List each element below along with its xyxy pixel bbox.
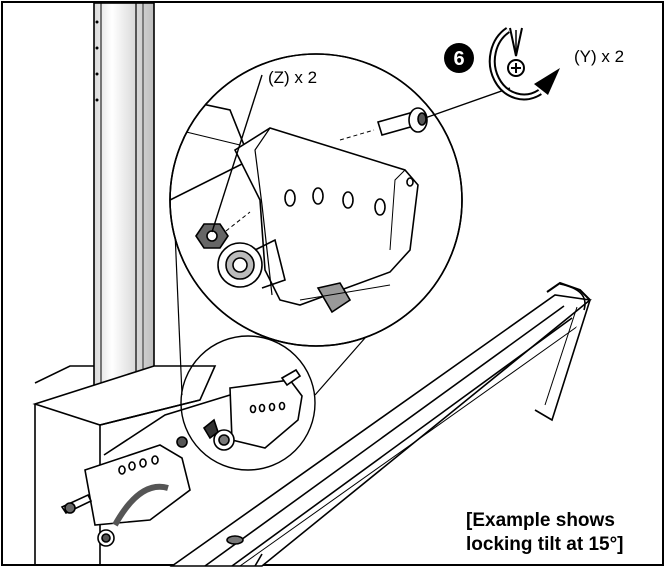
example-note-line1: [Example shows [466, 510, 615, 531]
screw-leader-line [424, 87, 511, 119]
screwdriver-rotate-icon [488, 27, 560, 101]
zoom-detail [169, 53, 463, 347]
step-number: 6 [453, 48, 464, 70]
vertical-pole [93, 2, 155, 396]
zoom-line-left [174, 231, 183, 396]
nut-quantity-label: (Z) x 2 [268, 68, 317, 87]
screw-quantity-label: (Y) x 2 [574, 47, 624, 66]
left-tilt-bracket [60, 444, 191, 547]
detail-source-circle [180, 335, 316, 471]
mount-carriage [32, 365, 231, 566]
nut-leader-line [211, 74, 263, 233]
example-note-line2: locking tilt at 15°] [466, 534, 624, 555]
mounting-rail [169, 281, 592, 567]
right-tilt-bracket [176, 368, 303, 451]
step-number-badge: 6 [444, 43, 474, 73]
